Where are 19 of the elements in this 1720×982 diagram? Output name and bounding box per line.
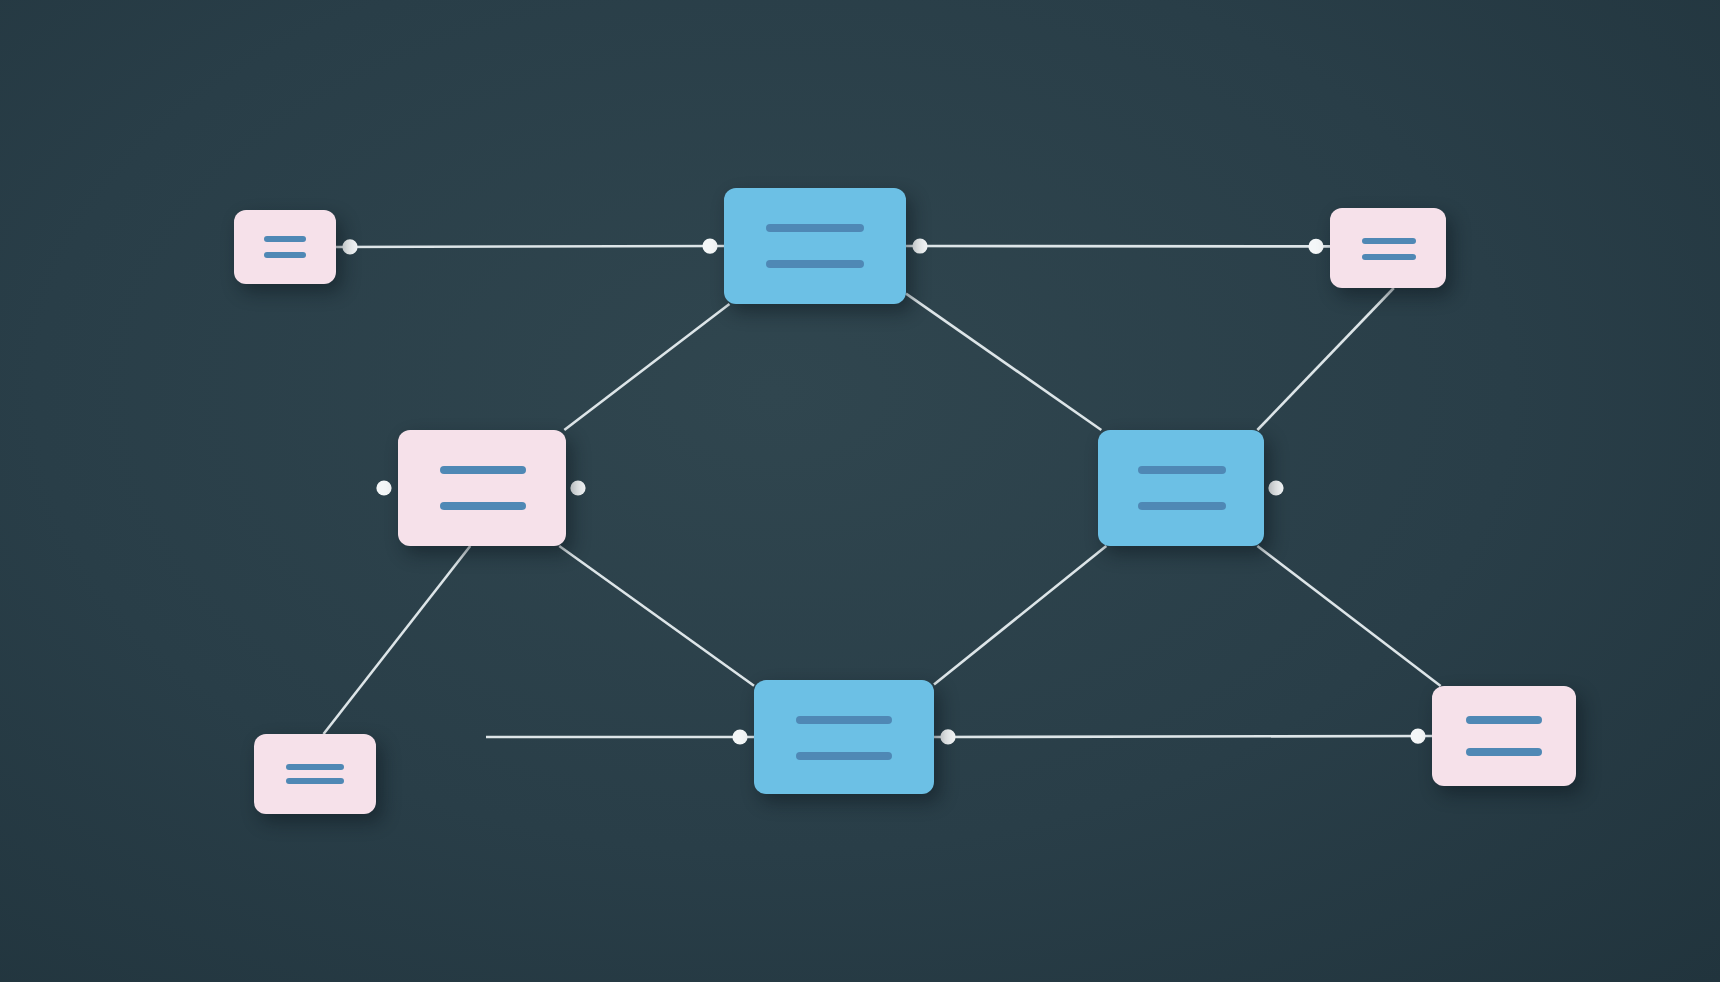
connector-line <box>558 544 755 687</box>
process-box <box>1330 208 1446 288</box>
connector-line <box>933 545 1108 686</box>
connector-line <box>563 302 731 432</box>
connector-line <box>906 238 1330 254</box>
process-box <box>1098 430 1264 546</box>
process-box <box>754 680 934 794</box>
connector-line <box>486 729 754 745</box>
process-box <box>234 210 336 284</box>
connector-line <box>934 728 1432 745</box>
connector-line <box>1256 544 1442 688</box>
process-box <box>254 734 376 814</box>
connector-line <box>322 545 472 735</box>
connector-line <box>1256 287 1395 431</box>
connector-line <box>336 238 724 255</box>
connector-line <box>905 292 1103 432</box>
process-box <box>1432 686 1576 786</box>
process-box <box>724 188 906 304</box>
process-box <box>398 430 566 546</box>
